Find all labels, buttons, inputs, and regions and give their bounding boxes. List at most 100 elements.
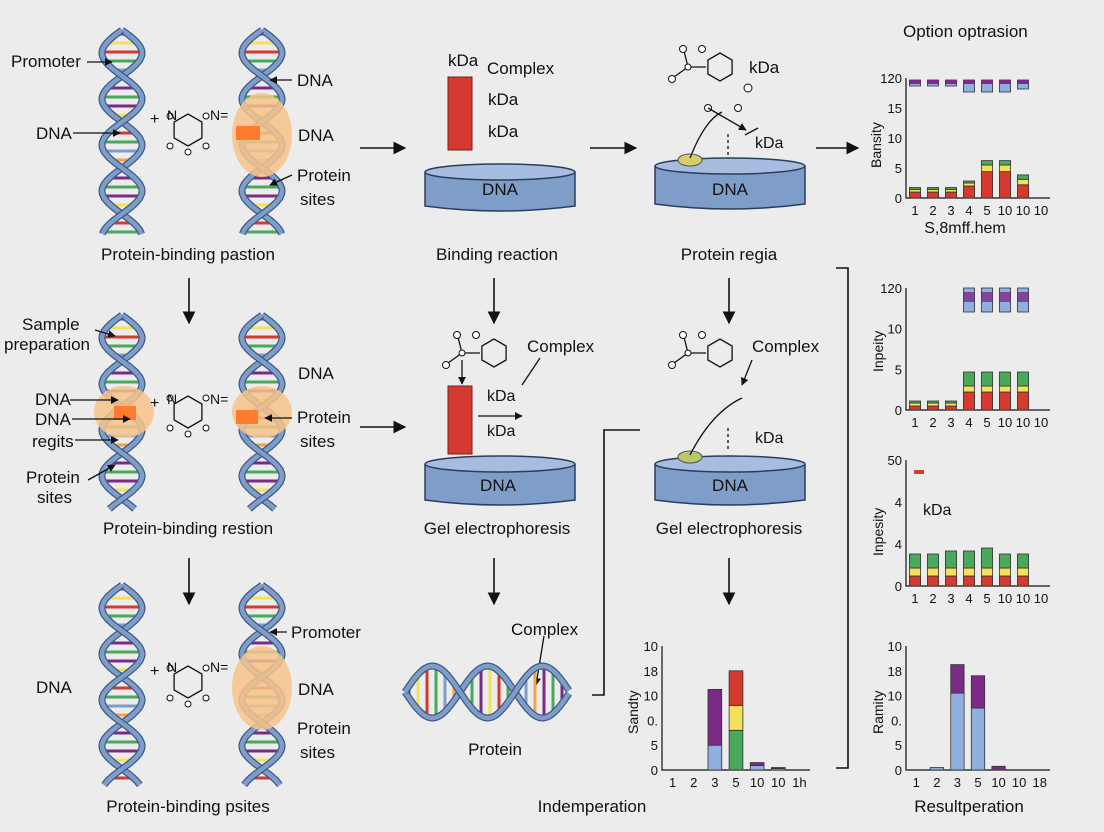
chart3-xtick: 5: [983, 591, 990, 606]
chart4-bar-segment: [749, 762, 765, 766]
chart4-bar-segment: [771, 767, 786, 769]
gel-dishes: [424, 153, 806, 506]
chart4-bar-segment: [749, 765, 765, 771]
molecule-icon-2: [166, 394, 210, 438]
label-dna-right-row2: DNA: [298, 364, 334, 383]
chart1-ytick: 5: [895, 161, 902, 176]
mol2-n1: N: [167, 391, 178, 407]
chart3-bar-segment: [909, 567, 921, 577]
gel-band-1: [447, 76, 473, 151]
chart4-bar-segment: [728, 670, 744, 706]
chart5-xtick: 10: [1012, 775, 1026, 790]
chemical-structure-icons: [166, 45, 753, 708]
chart3-bar-segment: [999, 553, 1011, 569]
chart3-bar-segment: [945, 550, 957, 569]
chart1-xtick: 10: [998, 203, 1012, 218]
chart1-bar-segment: [927, 187, 939, 190]
chart2-top-band: [1017, 292, 1029, 302]
chart1-xtick: 3: [947, 203, 954, 218]
mol2-plus: +: [150, 395, 160, 412]
label-pointers: [70, 58, 293, 636]
chart2-bar-segment: [927, 400, 939, 404]
chart5-bar-segment: [991, 765, 1006, 771]
chart3-xtick: 4: [965, 591, 972, 606]
chart5-xtick: 1: [913, 775, 920, 790]
label-sites-right-row2: sites: [300, 432, 335, 451]
chart2-bar-segment: [999, 371, 1011, 387]
caption-protein-binding-pastion: Protein-binding pastion: [101, 245, 275, 264]
chart3-bar-segment: [999, 567, 1011, 577]
chart5-ytick: 0.: [891, 713, 902, 728]
chart2-bar-segment: [927, 405, 939, 411]
caption-gel-electrophoresis-2: Gel electrophoresis: [655, 519, 803, 538]
binding-curves: [458, 107, 759, 686]
chart2-xtick: 10: [998, 415, 1012, 430]
chart3-bar-segment: [981, 547, 993, 569]
chart4-ytick: 0.: [647, 713, 658, 728]
chart5-bar-segment: [950, 664, 965, 694]
label-protein: Protein: [297, 166, 351, 185]
chart1-top-band: [999, 80, 1011, 84]
chart2-xtick: 1: [911, 415, 918, 430]
label-complex-row2: Complex: [527, 337, 595, 356]
label-sites: sites: [300, 190, 335, 209]
molecule-icon-5: [442, 331, 507, 369]
label-kda-2: kDa: [488, 122, 519, 141]
molecule-icon-1: [166, 112, 210, 156]
chart1-xtick: 1: [911, 203, 918, 218]
chart3-bar-segment: [963, 550, 975, 569]
chart3-xtick: 2: [929, 591, 936, 606]
dish-label-2: DNA: [712, 180, 748, 199]
chart3-bar-segment: [1017, 553, 1029, 569]
chart2-ytick: 5: [895, 362, 902, 377]
chart1-bar-segment: [963, 180, 975, 184]
chart2-bar-segment: [981, 385, 993, 393]
chart2-top-band: [999, 292, 1011, 302]
chart1-bar-segment: [999, 160, 1011, 166]
chart2-xtick: 3: [947, 415, 954, 430]
chart2-bar-segment: [909, 400, 921, 404]
chart3-xtick: 10: [1034, 591, 1048, 606]
chart4-ytick: 0: [651, 763, 658, 778]
dish-label-4: DNA: [712, 476, 748, 495]
label-dna-right-2: DNA: [298, 126, 334, 145]
chart1-bar-segment: [1017, 184, 1029, 199]
gel-band-2: [447, 385, 473, 455]
label-sites-row3: sites: [300, 743, 335, 762]
chart1-bar-segment: [999, 171, 1011, 199]
chart2-bar-segment: [999, 391, 1011, 411]
chart1-bar-segment: [1017, 178, 1029, 186]
label-kda-col3-row2: kDa: [755, 430, 784, 447]
chart3-xtick: 3: [947, 591, 954, 606]
chart2-xtick: 10: [1016, 415, 1030, 430]
chart2-bar-segment: [945, 402, 957, 407]
mol2-n2: N=: [210, 391, 229, 407]
chart1-ytick: 120: [880, 71, 902, 86]
chart1-bar-segment: [909, 191, 921, 199]
chart1-top-band: [945, 80, 957, 84]
chart2-bar-segment: [945, 400, 957, 404]
chart3-bar-segment: [909, 553, 921, 569]
chart1-bar-segment: [945, 187, 957, 190]
chart3-bar-segment: [1017, 575, 1029, 587]
chart4-xtick: 3: [711, 775, 718, 790]
chart3-bar-segment: [909, 575, 921, 587]
chart3-xtick: 1: [911, 591, 918, 606]
chart1-top-band: [963, 80, 975, 84]
label-dna-left: DNA: [36, 124, 72, 143]
flow-arrows: [182, 141, 860, 769]
dish-label-3: DNA: [480, 476, 516, 495]
chart5-ylabel: Ramity: [870, 690, 886, 734]
chart1-bar-segment: [981, 171, 993, 199]
chart2-xtick: 5: [983, 415, 990, 430]
chart2-xtick: 10: [1034, 415, 1048, 430]
chart1-xtick: 10: [1034, 203, 1048, 218]
mol1-n1: N: [167, 107, 178, 123]
chart1-ytick: 15: [888, 101, 902, 116]
chart3-annotation-kda: kDa: [923, 502, 952, 519]
atom-dot-3: [734, 104, 742, 112]
chart5-xtick: 2: [933, 775, 940, 790]
chart1-top-band: [909, 80, 921, 84]
